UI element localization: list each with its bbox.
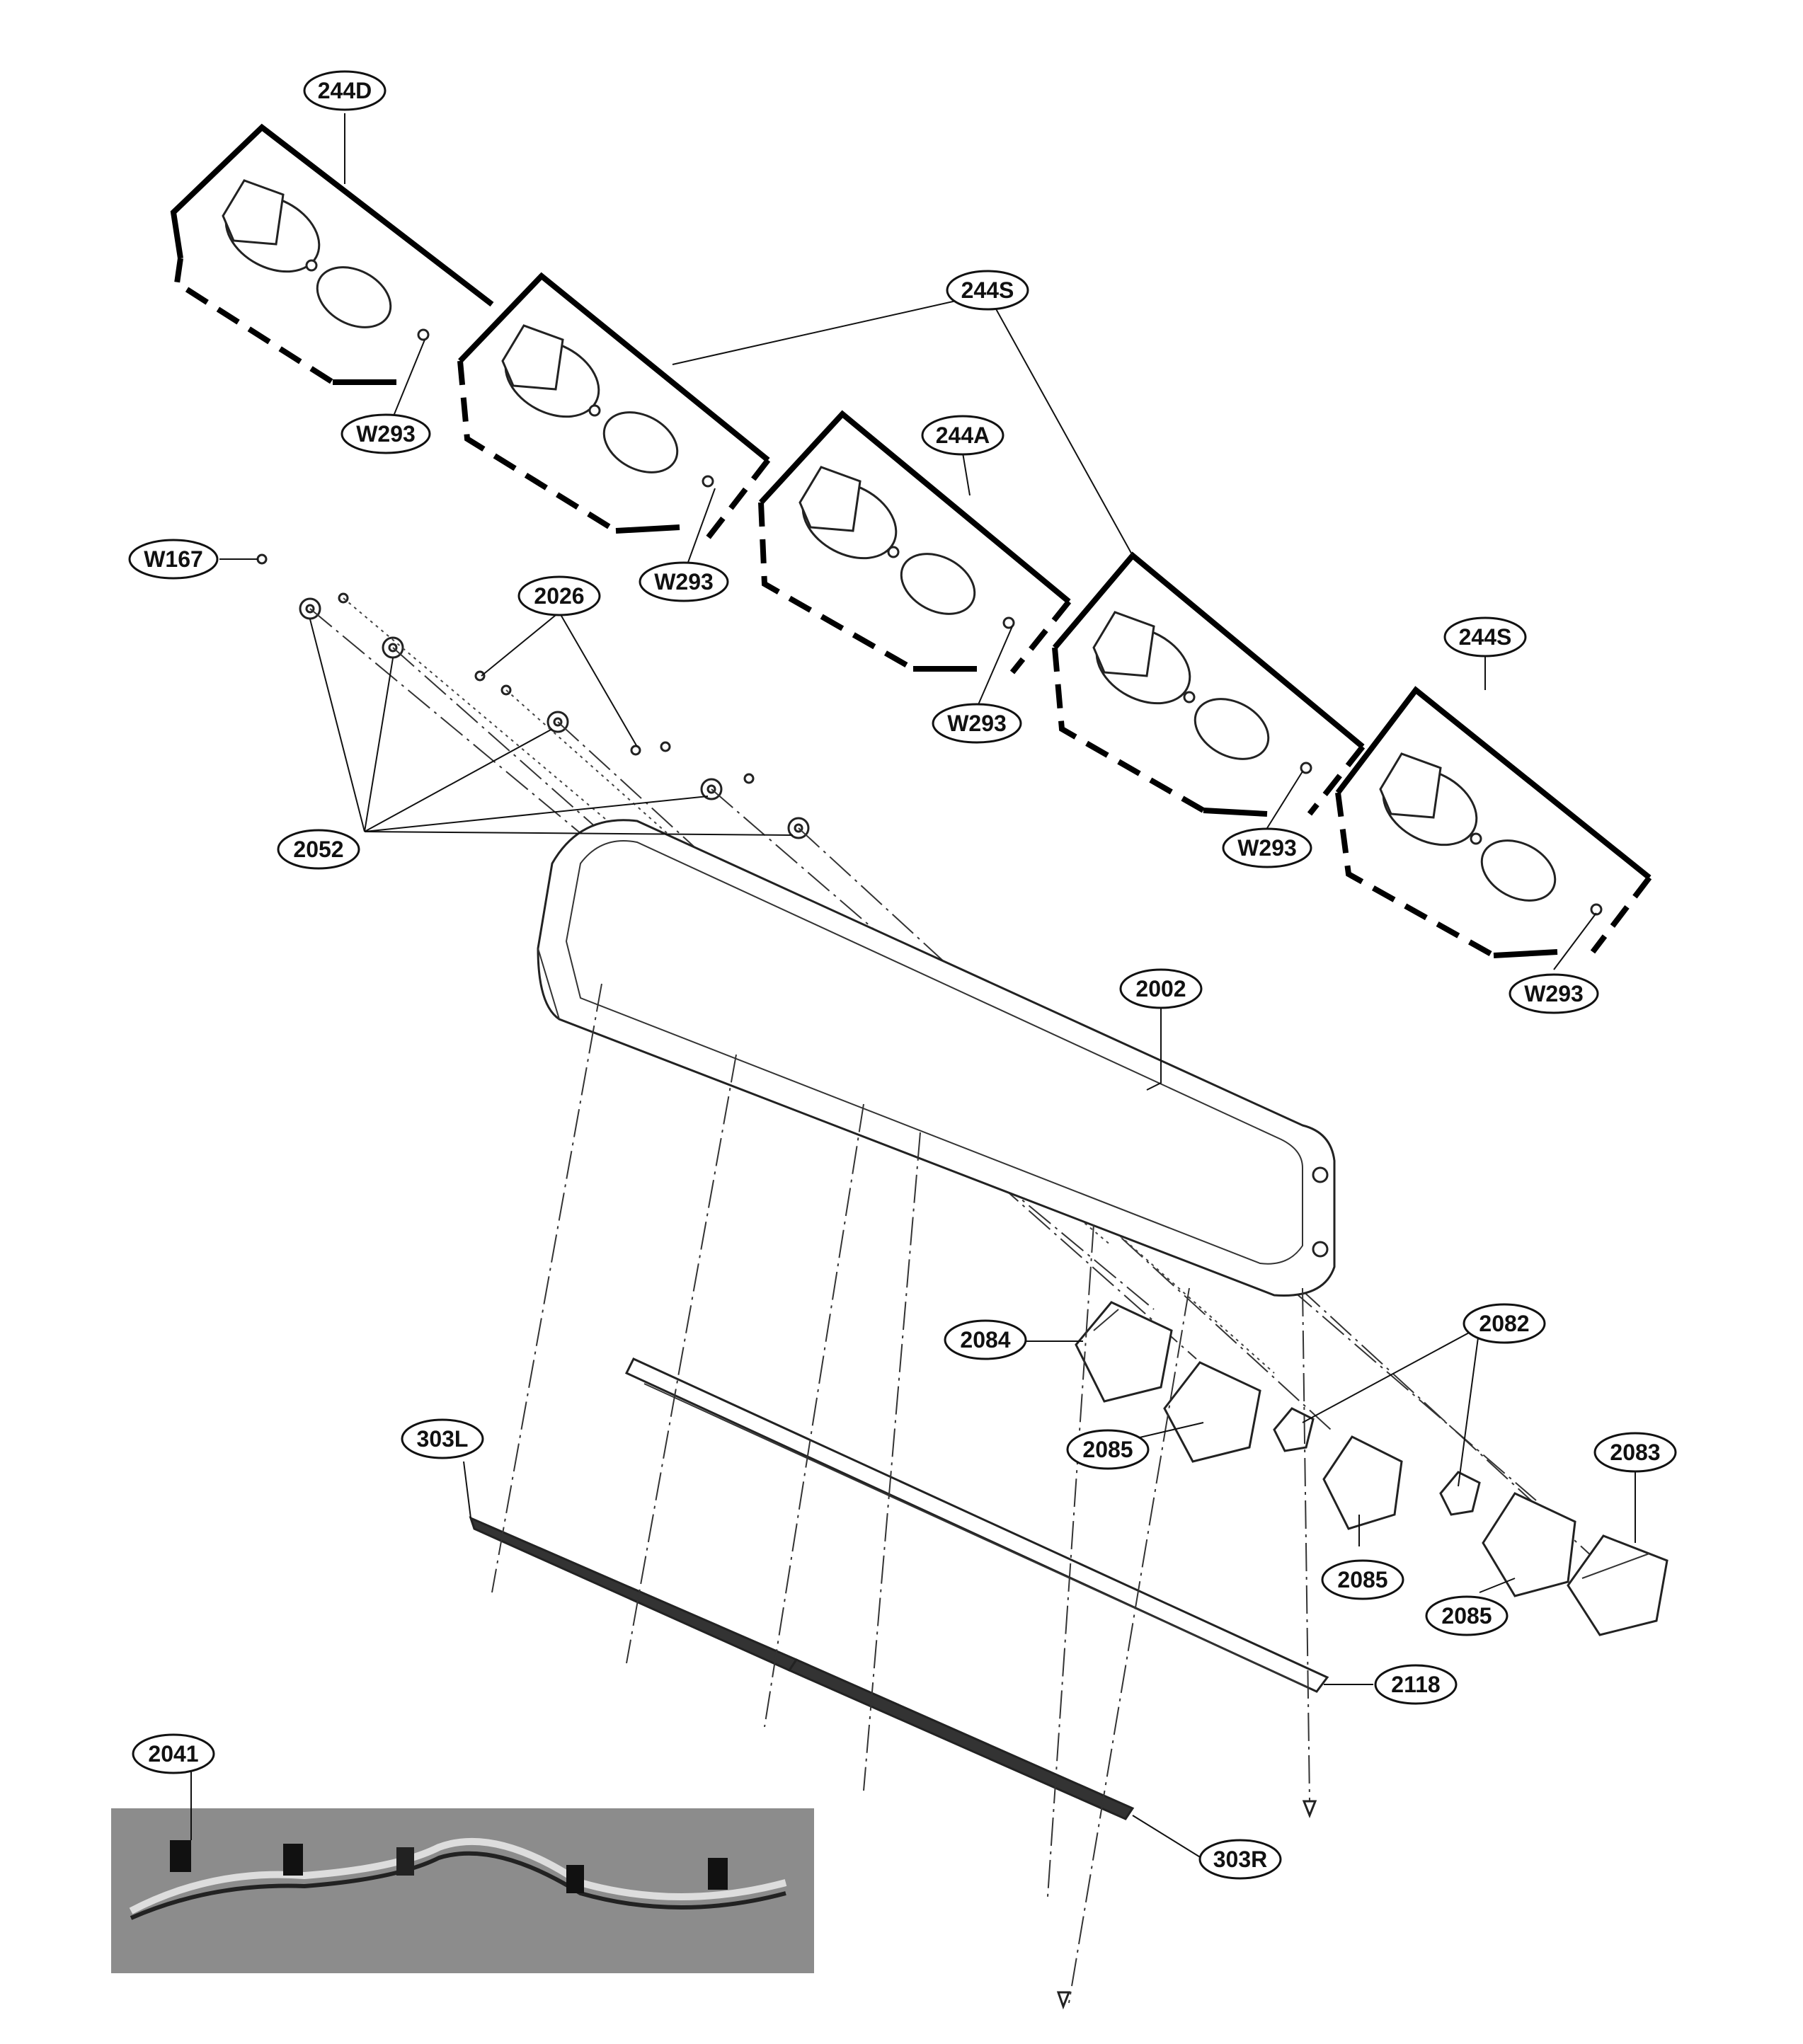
svg-text:2085: 2085 [1337, 1567, 1387, 1592]
leader-lines [190, 113, 1636, 1862]
svg-text:244A: 244A [936, 423, 990, 448]
svg-text:303L: 303L [417, 1426, 469, 1452]
trim-303L [469, 1516, 799, 1672]
callout-W293-4: W293 [1222, 827, 1312, 868]
svg-text:303R: 303R [1213, 1847, 1268, 1872]
svg-text:2085: 2085 [1441, 1603, 1492, 1629]
callout-244A: 244A [921, 415, 1004, 456]
svg-text:244D: 244D [318, 78, 372, 103]
svg-text:2082: 2082 [1479, 1311, 1529, 1336]
callout-2083: 2083 [1593, 1432, 1677, 1473]
svg-text:2083: 2083 [1610, 1440, 1660, 1465]
callout-2082: 2082 [1463, 1303, 1546, 1344]
switch-2084 [1075, 1301, 1173, 1403]
knob-244S-2 [1092, 611, 1312, 774]
svg-text:2084: 2084 [960, 1327, 1010, 1353]
callout-244S-right: 244S [1443, 616, 1527, 658]
knob-244S-1 [501, 324, 714, 488]
switch-2085-b [1322, 1435, 1403, 1530]
callout-W293-3: W293 [932, 703, 1022, 744]
svg-text:W293: W293 [356, 421, 416, 447]
knob-group-244S-1 [457, 272, 771, 540]
trim-303R [787, 1658, 1135, 1820]
knob-group-244S-2 [1052, 551, 1366, 817]
callout-303L: 303L [401, 1418, 484, 1459]
callout-2041: 2041 [132, 1733, 215, 1774]
switch-2082-b [1439, 1471, 1481, 1516]
callout-303R: 303R [1198, 1839, 1282, 1880]
switch-2085-c [1482, 1492, 1576, 1597]
switch-2083 [1567, 1534, 1669, 1636]
switch-2085-a [1163, 1361, 1261, 1463]
callout-2084: 2084 [944, 1319, 1027, 1360]
svg-text:2002: 2002 [1135, 976, 1186, 1001]
callout-2118: 2118 [1374, 1664, 1458, 1705]
callout-W167: W167 [128, 539, 219, 580]
knob-group-244D [170, 123, 494, 385]
svg-text:W167: W167 [144, 546, 203, 572]
svg-text:2118: 2118 [1391, 1672, 1440, 1697]
knob-group-244S-3 [1335, 686, 1652, 958]
bracket-2118 [624, 1357, 1329, 1693]
callout-2052: 2052 [277, 829, 360, 870]
callout-244S-top: 244S [946, 270, 1029, 311]
control-panel-2002 [537, 819, 1336, 1297]
svg-text:W293: W293 [1237, 835, 1297, 861]
knob-244A [799, 466, 1015, 629]
callout-W293-2: W293 [639, 561, 729, 602]
callout-2085-a: 2085 [1066, 1429, 1150, 1470]
callout-2085-b: 2085 [1321, 1559, 1404, 1600]
callout-244D: 244D [303, 70, 387, 111]
trim-strips [469, 1516, 1135, 1820]
callout-2085-c: 2085 [1425, 1595, 1509, 1636]
svg-text:2026: 2026 [534, 583, 584, 609]
callout-W293-5: W293 [1509, 973, 1599, 1014]
svg-text:W293: W293 [947, 711, 1007, 736]
switches [1075, 1301, 1669, 1636]
knob-group-244A [758, 410, 1072, 674]
svg-text:W293: W293 [1524, 981, 1584, 1006]
callout-2026: 2026 [517, 575, 601, 616]
svg-text:2085: 2085 [1082, 1437, 1133, 1462]
knob-244D [222, 179, 430, 341]
svg-text:244S: 244S [961, 277, 1014, 303]
svg-text:2052: 2052 [293, 837, 343, 862]
switch-2082-a [1273, 1407, 1315, 1452]
svg-text:W293: W293 [654, 569, 714, 595]
knob-244S-3 [1379, 752, 1603, 916]
svg-text:244S: 244S [1459, 624, 1512, 650]
drop-lines [491, 983, 1317, 2010]
callout-W293-1: W293 [340, 413, 431, 454]
svg-text:2041: 2041 [148, 1741, 198, 1767]
callout-2002: 2002 [1119, 968, 1203, 1009]
wire-harness-photo-2041 [111, 1808, 814, 1973]
